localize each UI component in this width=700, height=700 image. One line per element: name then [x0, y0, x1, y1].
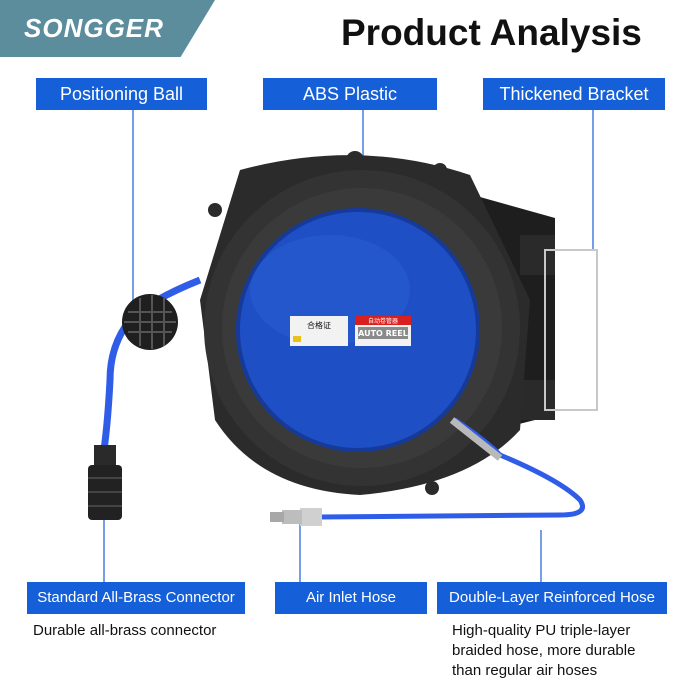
- label-abs-plastic: ABS Plastic: [263, 78, 437, 110]
- autoreel-top-text: 自动卷管器: [368, 317, 398, 325]
- certificate-sticker: 合格证: [290, 316, 348, 346]
- label-positioning-ball: Positioning Ball: [36, 78, 207, 110]
- brand-logo: SONGGER: [24, 13, 164, 43]
- air-inlet-hose-art: [88, 276, 202, 520]
- autoreel-sticker: 自动卷管器 AUTO REEL: [355, 316, 411, 346]
- desc-reinforced-hose-line3: than regular air hoses: [452, 662, 598, 679]
- label-reinforced-hose: Double-Layer Reinforced Hose: [437, 582, 667, 614]
- label-brass-connector: Standard All-Brass Connector: [27, 582, 245, 614]
- reinforced-hose-art: [270, 417, 585, 526]
- label-air-inlet-hose: Air Inlet Hose: [275, 582, 427, 614]
- desc-reinforced-hose-line1: High-quality PU triple-layer: [452, 622, 631, 639]
- autoreel-text: AUTO REEL: [358, 329, 408, 338]
- brand-banner: [0, 0, 215, 57]
- desc-brass-connector: Durable all-brass connector: [33, 622, 217, 639]
- certificate-text: 合格证: [307, 320, 331, 330]
- label-thickened-bracket: Thickened Bracket: [483, 78, 665, 110]
- page-title: Product Analysis: [341, 12, 642, 53]
- desc-reinforced-hose-line2: braided hose, more durable: [452, 642, 636, 659]
